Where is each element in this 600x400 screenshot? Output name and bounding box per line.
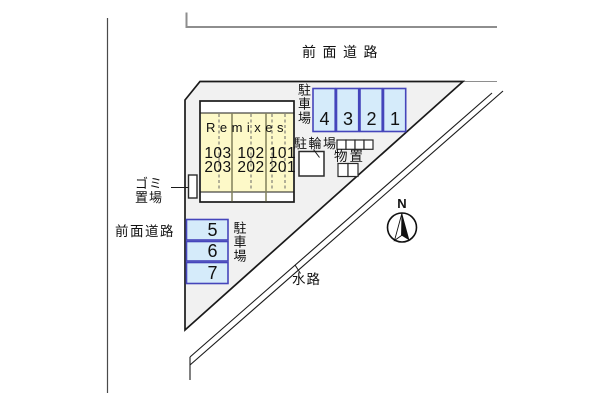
building-name: Remixes (205, 120, 289, 135)
parking-space-number-4: 4 (319, 109, 330, 129)
parking-space-2 (359, 87, 384, 133)
waterway-label: 水路 (292, 272, 321, 287)
building-body (201, 113, 293, 192)
waterway-line-far (189, 90, 504, 366)
building (199, 100, 295, 203)
parking-top-cells (312, 87, 407, 133)
compass (386, 212, 418, 243)
room-number: 103 (204, 145, 232, 162)
compass-needle-light (393, 212, 403, 242)
parking-space-number-1: 1 (389, 109, 400, 129)
parking-space-number-6: 6 (207, 241, 218, 261)
parking-space-6 (185, 240, 229, 262)
parking-space-7 (185, 261, 229, 285)
parking-space-number-5: 5 (207, 220, 218, 240)
parking-space-4 (312, 87, 337, 133)
top-road-line (185, 12, 497, 28)
garbage-area-rect (187, 174, 198, 199)
garbage-label-line2: 置場 (134, 189, 163, 205)
compass-needle-dark (401, 213, 410, 241)
parking-left-cells (185, 218, 229, 285)
waterway-leader-line (294, 264, 301, 274)
room-number: 202 (237, 158, 265, 176)
waterway-lines (189, 90, 504, 380)
interior-dashed-walls (218, 114, 286, 191)
parking-lot-label-left: 駐車場 (231, 221, 247, 263)
bicycle-parking-label: 駐輪場 (294, 135, 338, 151)
parking-space-1 (382, 87, 407, 133)
bicycle-leader-line (313, 149, 320, 158)
garbage-area-label: ゴミ 置場 (126, 177, 172, 204)
front-road-label-left: 前面道路 (115, 224, 175, 239)
waterway-line-near (189, 92, 493, 358)
garbage-label-line1: ゴミ (134, 176, 163, 191)
parking-space-number-7: 7 (207, 262, 218, 283)
parking-space-3 (335, 87, 360, 133)
storage-label: 物置 (334, 149, 365, 164)
bicycle-parking-square (298, 150, 325, 177)
unit-rooms-101-201: 101 201 (263, 145, 303, 176)
parking-space-5 (185, 218, 229, 241)
room-number: 203 (204, 158, 232, 176)
parking-space-number-3: 3 (342, 109, 353, 129)
storage-cells (336, 139, 374, 178)
parking-lot-label-top: 駐車場 (296, 83, 311, 125)
room-number: 102 (237, 145, 265, 162)
room-number: 201 (268, 158, 297, 176)
unit-rooms-102-202: 102 202 (231, 145, 271, 176)
unit-rooms-103-203: 103 203 (198, 145, 238, 176)
compass-north-label: N (397, 196, 407, 211)
room-number: 101 (268, 145, 297, 162)
parking-space-number-2: 2 (366, 109, 377, 129)
road-lines (106, 12, 497, 393)
front-road-label-top: 前面道路 (302, 44, 384, 60)
